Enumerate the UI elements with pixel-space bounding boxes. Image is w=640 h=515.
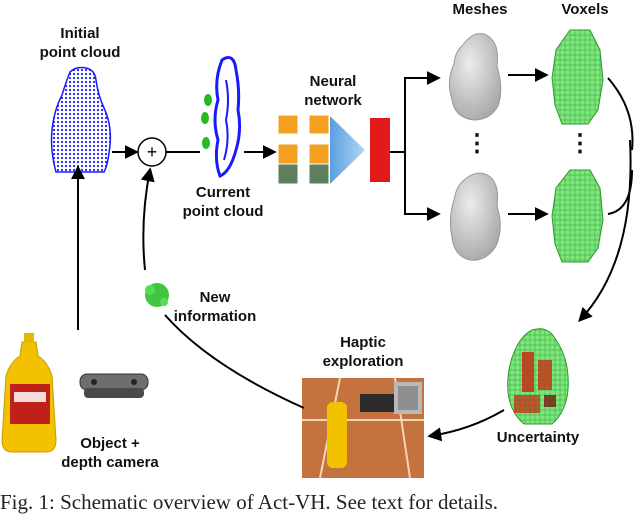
meshes-ellipsis: ⋮: [465, 130, 489, 157]
voxel-top: [551, 29, 604, 125]
uncertainty-label: Uncertainty: [496, 429, 580, 446]
figure-caption: Fig. 1: Schematic overview of Act-VH. Se…: [0, 490, 499, 514]
haptic-exploration-photo: [302, 377, 424, 479]
current-point-cloud: [201, 56, 242, 178]
depth-camera: [79, 373, 149, 398]
neural-network-label: Neural network: [304, 73, 362, 109]
initial-point-cloud: [50, 66, 112, 173]
voxel-bottom: [551, 169, 604, 263]
initial-point-cloud-label: Initial point cloud: [39, 25, 121, 61]
current-point-cloud-label: Current point cloud: [182, 184, 264, 220]
new-information-points: [145, 283, 169, 307]
haptic-exploration-label: Haptic exploration: [322, 334, 404, 370]
uncertainty-voxel: [507, 328, 569, 425]
meshes-label: Meshes: [452, 1, 508, 18]
plus-symbol: +: [147, 142, 158, 162]
voxels-ellipsis: ⋮: [568, 130, 592, 157]
mesh-top: [448, 33, 502, 121]
object-depth-camera-label: Object + depth camera: [61, 435, 159, 471]
new-information-label: New information: [173, 289, 257, 325]
flow-arrows: [71, 68, 634, 442]
voxels-label: Voxels: [561, 1, 609, 18]
mesh-bottom: [449, 172, 501, 261]
mustard-bottle: [1, 333, 57, 453]
neural-network-encoder: [277, 114, 390, 185]
